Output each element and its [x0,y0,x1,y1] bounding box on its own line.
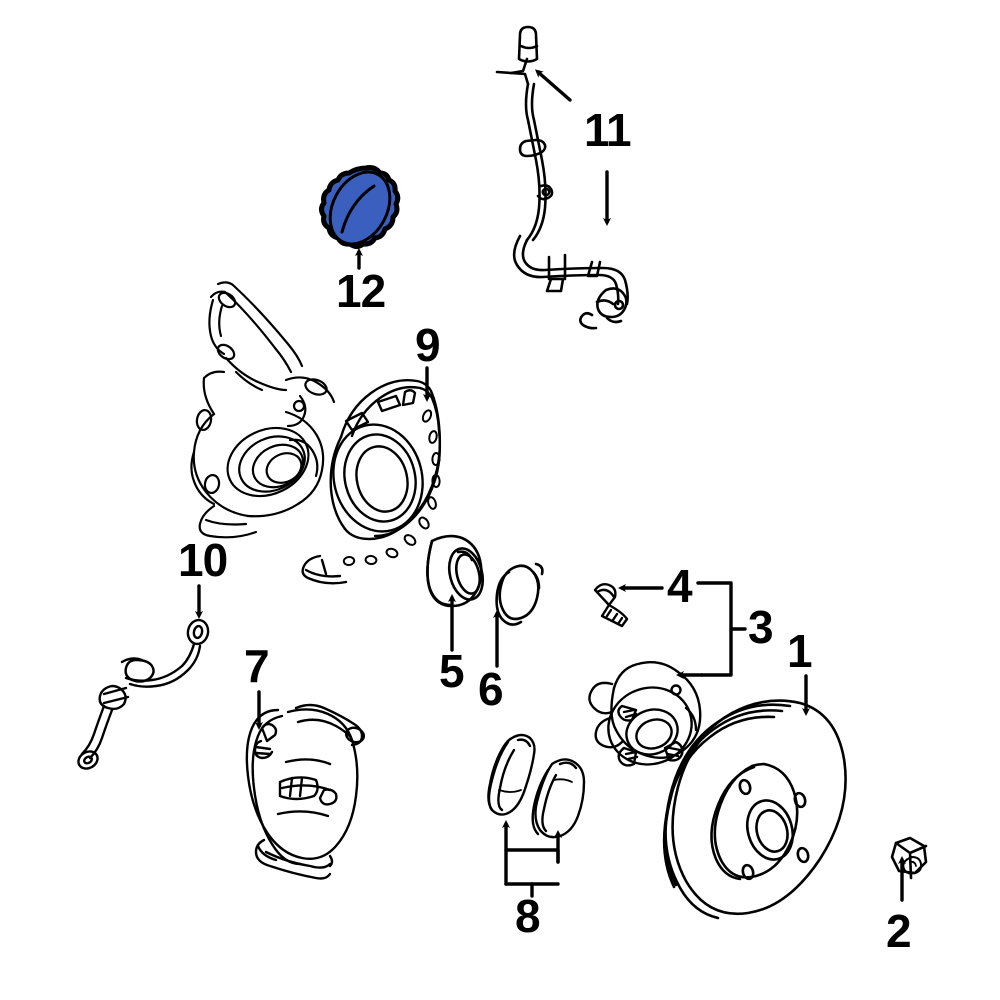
part-bearing-snap-ring [495,562,544,626]
callout-number-7[interactable]: 7 [244,640,270,692]
part-brake-rotor-disc [662,699,847,920]
callout-number-6[interactable]: 6 [478,663,504,715]
callout-number-2[interactable]: 2 [886,905,912,957]
callout-number-11[interactable]: 11 [584,104,632,156]
callout-number-3[interactable]: 3 [748,601,774,653]
part-steering-knuckle [190,281,336,539]
callout-number-12[interactable]: 12 [336,265,386,317]
callout-leader-lines [195,69,906,902]
part-abs-tone-ring-highlighted [319,165,401,249]
callout-number-1[interactable]: 1 [787,625,813,677]
part-brake-pad-set [487,733,586,839]
part-brake-hydraulic-hose [77,618,210,770]
callout-number-9[interactable]: 9 [415,319,441,371]
part-wheel-bearing [426,534,485,608]
callout-bracket-8 [502,820,562,898]
callout-number-8[interactable]: 8 [515,890,541,942]
callout-bracket-3 [676,581,747,679]
callout-number-10[interactable]: 10 [178,534,228,586]
part-hub-bearing-assembly [588,661,702,767]
part-hub-retaining-bolt [593,582,629,628]
part-abs-wheel-speed-sensor [495,25,629,330]
part-wheel-lug-nut [890,836,928,880]
callout-number-4[interactable]: 4 [667,560,693,612]
part-brake-dust-splash-shield [301,379,442,585]
callout-number-5[interactable]: 5 [439,645,465,697]
part-brake-caliper [245,703,366,880]
